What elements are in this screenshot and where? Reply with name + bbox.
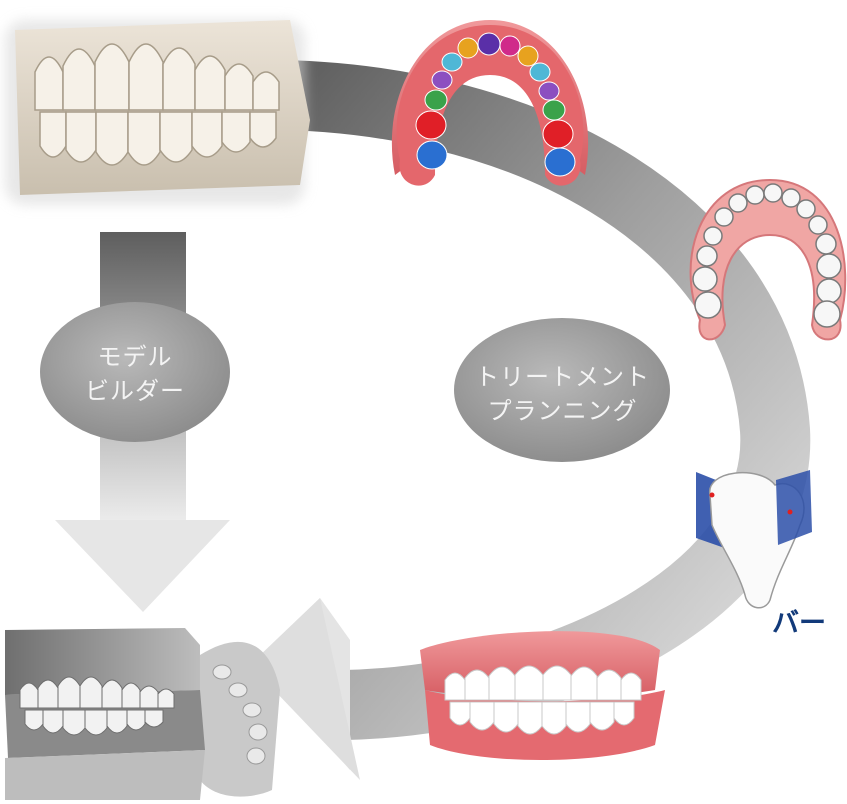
- treatment-planning-line2: プランニング: [455, 394, 670, 428]
- dental-cast-icon: [5, 20, 310, 205]
- model-builder-line1: モデル: [40, 340, 230, 374]
- model-builder-label: モデル ビルダー: [40, 340, 230, 408]
- gum-setup-icon: [420, 631, 665, 760]
- treatment-planning-label: トリートメント プランニング: [455, 360, 670, 428]
- treatment-planning-line1: トリートメント: [455, 360, 670, 394]
- articulator-icon: [5, 628, 280, 800]
- model-builder-line2: ビルダー: [40, 374, 230, 408]
- bar-label: バー: [772, 601, 826, 640]
